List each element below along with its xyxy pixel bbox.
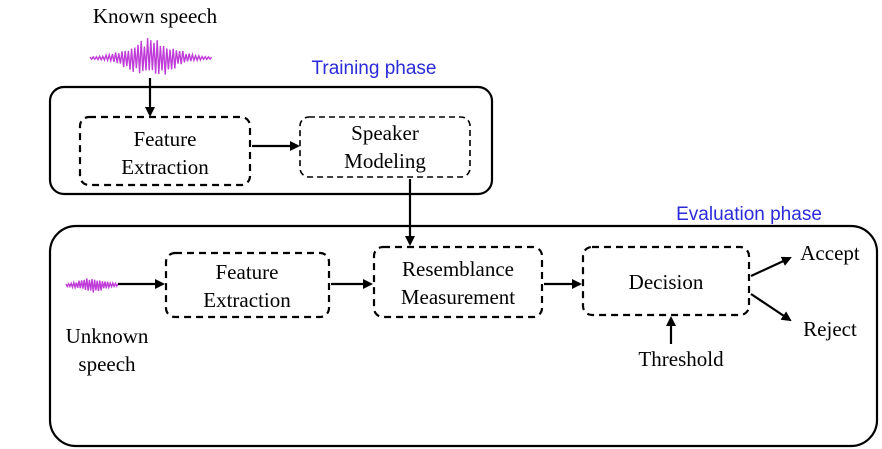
speaker-modeling-box: [299, 116, 471, 178]
speaker-label: Speaker: [351, 121, 419, 145]
decision-box: [581, 245, 751, 317]
known-speech-waveform-icon: [89, 38, 213, 75]
unknown-speech-waveform-icon: [65, 278, 119, 293]
resemblance-label: Resemblance: [402, 257, 514, 281]
training-phase-label: Training phase: [312, 58, 437, 79]
threshold-label: Threshold: [638, 347, 724, 371]
training-phase-frame: [48, 85, 494, 196]
speech-label: speech: [78, 352, 136, 376]
evaluation-feature-extraction-box: [164, 251, 331, 319]
decision-to-accept-arrow: [750, 256, 792, 277]
decision-to-reject-arrow: [750, 293, 792, 322]
accept-label: Accept: [800, 241, 860, 265]
resemblance-measurement-box: [372, 245, 544, 319]
decision-label: Decision: [629, 270, 704, 294]
evaluation-extraction-label: Extraction: [203, 288, 291, 312]
evaluation-phase-label: Evaluation phase: [676, 204, 822, 225]
training-extraction-label: Extraction: [121, 155, 209, 179]
reject-label: Reject: [803, 317, 857, 341]
known-speech-label: Known speech: [93, 4, 218, 28]
modeling-label: Modeling: [344, 149, 426, 173]
training-feature-extraction-box: [78, 115, 252, 187]
unknown-label: Unknown: [66, 324, 149, 348]
evaluation-feature-label: Feature: [216, 260, 279, 284]
evaluation-phase-frame: [48, 224, 879, 448]
measurement-label: Measurement: [401, 285, 515, 309]
training-feature-label: Feature: [134, 127, 197, 151]
